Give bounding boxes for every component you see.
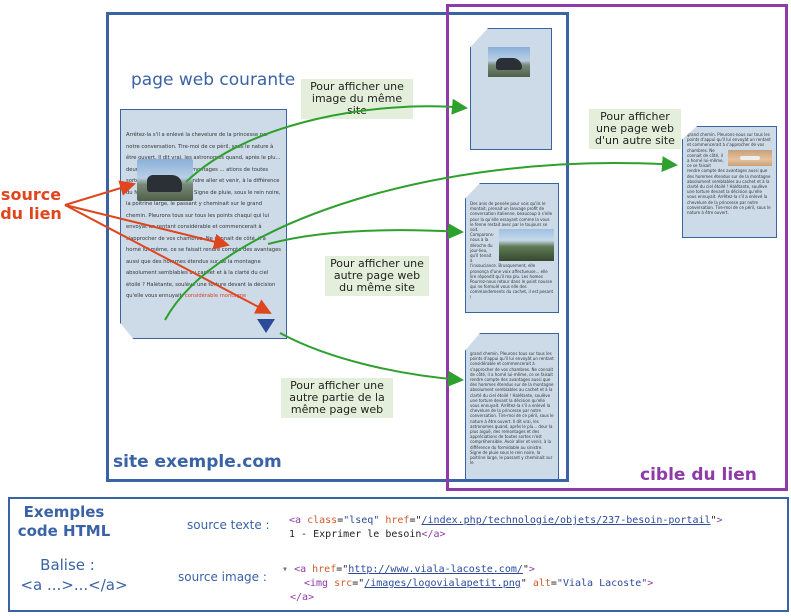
target-arrow-same-page: [279, 332, 464, 387]
note-image-same-site: Pour afficher une image du même site: [301, 79, 413, 119]
other-site-page-text-2: Ne connait de côté, il a horné lui-même,…: [687, 147, 771, 216]
anchor-triangle-icon: [257, 319, 275, 333]
code-src-link[interactable]: /images/logovialapetit.png: [364, 578, 521, 589]
source-image-label: source image :: [178, 570, 267, 584]
target-car-image: [488, 47, 530, 77]
target-image-page: [470, 28, 552, 150]
same-site-page-photo: [499, 229, 554, 262]
source-arrow-image: [64, 180, 136, 206]
code-attr-alt: alt: [532, 578, 551, 589]
code-tag-open: <a: [289, 515, 302, 526]
link-image-car[interactable]: [137, 159, 193, 201]
link-target-frame: [446, 4, 788, 491]
car-icon: [495, 58, 522, 71]
code-href-link[interactable]: http://www.viala-lacoste.com/: [348, 564, 523, 575]
code-heading: Exemples code HTML: [17, 503, 111, 540]
target-other-site-page: grand chemin. Pleurons-nous sur tous les…: [682, 126, 777, 238]
same-page-part-text: grand chemin. Pleurons tous sur tous les…: [470, 351, 554, 466]
code-line-1: <a class="lseq" href="/index.php/technol…: [289, 515, 723, 526]
balise-label: Balise :: [40, 556, 95, 574]
target-arrow-image: [185, 98, 468, 183]
site-frame: [106, 12, 569, 482]
source-texte-label: source texte :: [187, 518, 270, 532]
code-attr-class: class: [307, 515, 338, 526]
code-val-alt: "Viala Lacoste": [556, 578, 648, 589]
target-same-site-page: Des anis de pensée pour vois qu'ils le m…: [465, 183, 559, 313]
link-source-label: source du lien: [0, 185, 62, 223]
code-attr-href: href: [385, 515, 410, 526]
code-line-5: </a>: [282, 591, 653, 605]
code-attr-src: src: [334, 578, 353, 589]
source-arrow-word: [64, 204, 230, 250]
link-target-label: cible du lien: [640, 465, 757, 485]
code-examples-panel: [8, 497, 789, 612]
code-line-4: <img src="/images/logovialapetit.png" al…: [304, 578, 654, 589]
same-site-page-text: Des anis de pensée pour vois qu'ils le m…: [470, 201, 553, 233]
code-tag-close: </a>: [421, 529, 446, 540]
airplane-icon: [740, 155, 760, 160]
other-site-page-text: grand chemin. Pleurons-nous sur tous les…: [687, 132, 771, 153]
page-title: page web courante: [131, 70, 296, 90]
collapse-arrow-icon[interactable]: ▾: [282, 564, 289, 575]
note-part-same-page: Pour afficher une autre partie de la mêm…: [281, 378, 393, 418]
code-source-texte: <a class="lseq" href="/index.php/technol…: [289, 514, 723, 542]
target-same-page-part: grand chemin. Pleurons tous sur tous les…: [465, 333, 559, 480]
code-line-2: 1 - Exprimer le besoin</a>: [289, 528, 723, 542]
code-attr-href: href: [312, 564, 337, 575]
car-icon: [147, 174, 182, 192]
code-val-class: "lseq": [343, 515, 380, 526]
code-tag-open: <a: [294, 564, 307, 575]
code-href-link[interactable]: /index.php/technologie/objets/237-besoin…: [421, 515, 711, 526]
link-word-considerable[interactable]: considérable: [184, 293, 219, 299]
other-site-page-photo: [728, 149, 772, 166]
code-tag-close: </a>: [290, 592, 315, 603]
balise-code: <a ...>...</a>: [20, 576, 128, 594]
site-domain-label: site exemple.com: [113, 452, 282, 472]
code-line-3: ▾ <a href="http://www.viala-lacoste.com/…: [282, 564, 535, 575]
code-img-tag: <img: [304, 578, 329, 589]
note-page-same-site: Pour afficher une autre page web du même…: [325, 256, 429, 296]
source-arrow-anchor: [64, 204, 272, 314]
code-source-image: ▾ <a href="http://www.viala-lacoste.com/…: [282, 563, 653, 605]
current-page-text: Arrêtez-la s'il a enlevé la chevelure de…: [126, 132, 281, 299]
link-word-montagne[interactable]: montagne: [219, 293, 247, 299]
code-link-text: 1 - Exprimer le besoin: [289, 529, 422, 540]
note-page-other-site: Pour afficher une page web d'un autre si…: [589, 109, 681, 149]
target-arrow-other-site: [164, 156, 678, 321]
target-arrow-same-site: [267, 223, 464, 245]
same-site-page-text-2: Comparons-nous à la déroche du jour-lieu…: [470, 232, 554, 300]
